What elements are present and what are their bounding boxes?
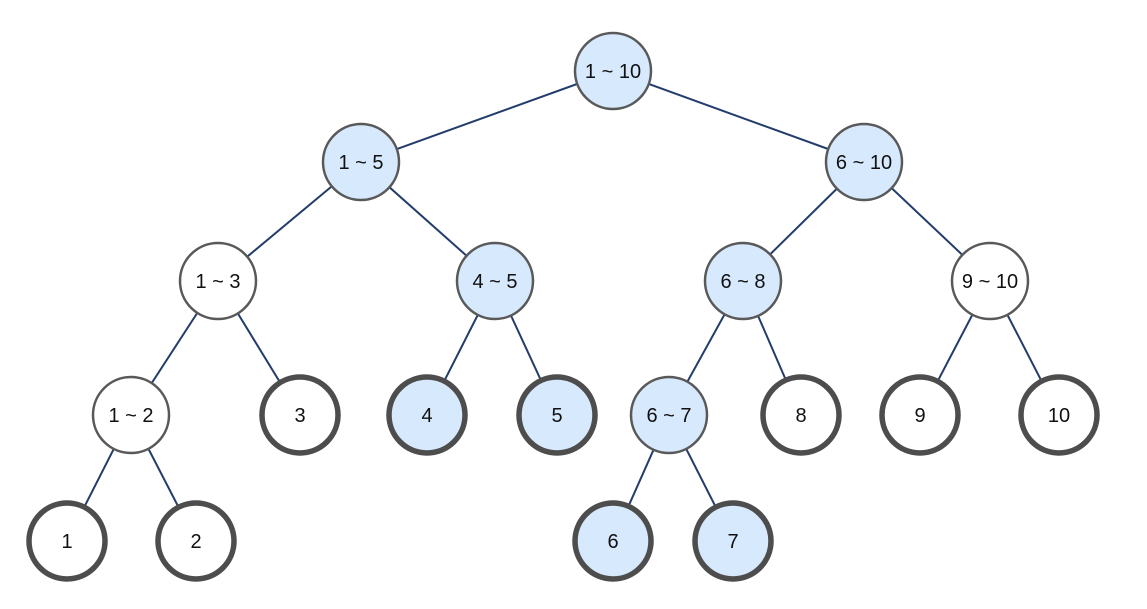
tree-node-10: 10: [1018, 374, 1100, 456]
tree-node-label: 1: [61, 531, 72, 553]
tree-node-6~7: 6 ~ 7: [629, 375, 709, 455]
tree-node-label: 1 ~ 2: [108, 405, 153, 427]
tree-node-label: 6 ~ 10: [836, 152, 892, 174]
tree-node-3: 3: [259, 374, 341, 456]
tree-node-6: 6: [572, 500, 654, 582]
tree-node-label: 6: [607, 531, 618, 553]
tree-node-circle: [155, 500, 237, 582]
tree-node-circle: [950, 241, 1030, 321]
tree-node-label: 4 ~ 5: [472, 271, 517, 293]
tree-node-circle: [386, 374, 468, 456]
tree-node-5: 5: [516, 374, 598, 456]
tree-node-1~5: 1 ~ 5: [321, 122, 401, 202]
tree-node-label: 4: [421, 405, 432, 427]
tree-node-label: 2: [190, 531, 201, 553]
tree-node-label: 6 ~ 8: [720, 271, 765, 293]
tree-node-label: 5: [551, 405, 562, 427]
tree-node-circle: [692, 500, 774, 582]
tree-node-label: 7: [727, 531, 738, 553]
tree-node-label: 9: [914, 405, 925, 427]
tree-node-2: 2: [155, 500, 237, 582]
tree-node-circle: [26, 500, 108, 582]
tree-node-4: 4: [386, 374, 468, 456]
tree-node-6~8: 6 ~ 8: [703, 241, 783, 321]
tree-node-1~2: 1 ~ 2: [91, 375, 171, 455]
tree-node-label: 1 ~ 3: [195, 271, 240, 293]
tree-node-7: 7: [692, 500, 774, 582]
tree-node-6~10: 6 ~ 10: [824, 122, 904, 202]
tree-node-circle: [455, 241, 535, 321]
tree-node-label: 10: [1048, 405, 1070, 427]
tree-node-1: 1: [26, 500, 108, 582]
tree-node-label: 1 ~ 5: [338, 152, 383, 174]
tree-node-8: 8: [760, 374, 842, 456]
tree-node-circle: [573, 31, 653, 111]
tree-node-circle: [572, 500, 654, 582]
tree-edge-1~10-1~5: [360, 70, 614, 163]
tree-node-9~10: 9 ~ 10: [950, 241, 1030, 321]
tree-node-label: 8: [795, 405, 806, 427]
tree-node-circle: [1018, 374, 1100, 456]
tree-node-circle: [321, 122, 401, 202]
node-layer: 1 ~ 10 1 ~ 5 6 ~ 10 1 ~ 3 4 ~ 5 6 ~ 8 9 ~ 10 1 …: [26, 31, 1100, 582]
tree-node-circle: [629, 375, 709, 455]
tree-node-label: 1 ~ 10: [585, 61, 641, 83]
tree-node-label: 9 ~ 10: [962, 271, 1018, 293]
tree-node-9: 9: [879, 374, 961, 456]
tree-node-label: 6 ~ 7: [646, 405, 691, 427]
tree-node-circle: [178, 241, 258, 321]
tree-node-circle: [516, 374, 598, 456]
tree-node-circle: [259, 374, 341, 456]
tree-node-4~5: 4 ~ 5: [455, 241, 535, 321]
tree-node-circle: [879, 374, 961, 456]
tree-node-1~3: 1 ~ 3: [178, 241, 258, 321]
tree-node-circle: [91, 375, 171, 455]
tree-node-circle: [760, 374, 842, 456]
tree-node-label: 3: [294, 405, 305, 427]
tree-node-circle: [824, 122, 904, 202]
tree-node-1~10: 1 ~ 10: [573, 31, 653, 111]
tree-node-circle: [703, 241, 783, 321]
tree-edge-1~10-6~10: [612, 70, 865, 163]
